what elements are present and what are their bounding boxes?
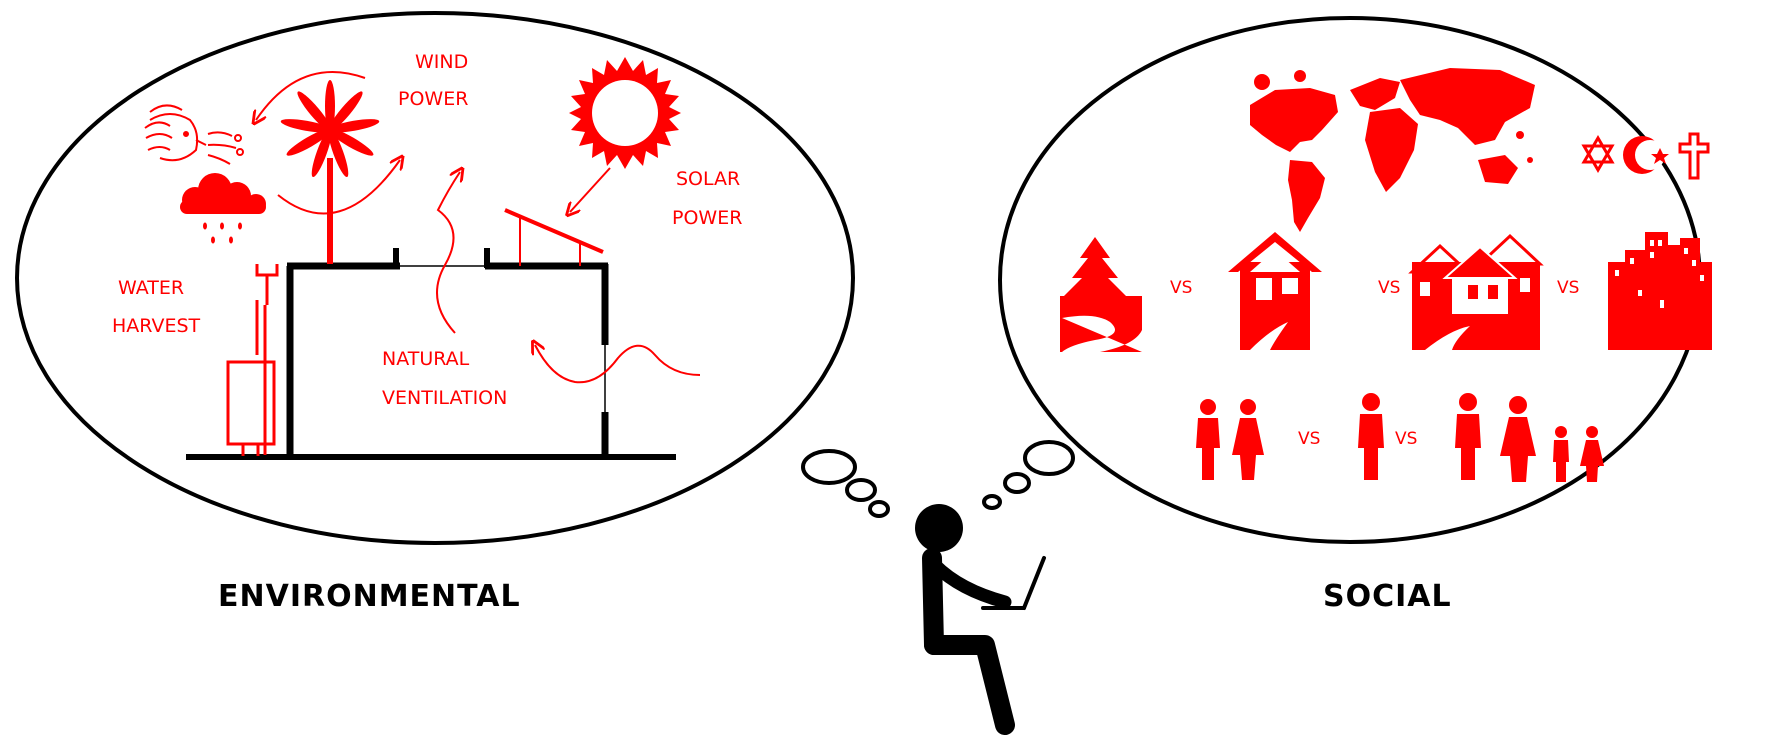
wind-label-line2: POWER [398, 88, 468, 110]
wind-label-line1: WIND [415, 51, 468, 73]
wind-turbine-icon [280, 80, 380, 264]
vent-label-line1: NATURAL [382, 348, 470, 370]
world-map-icon [1250, 68, 1535, 232]
single-house-icon [1228, 232, 1322, 350]
couple-icon [1196, 399, 1264, 480]
ventilation-arrows [436, 172, 701, 384]
sun-ray-arrow [570, 167, 611, 212]
solar-label-line1: SOLAR [676, 168, 740, 190]
environmental-bubble [15, 11, 855, 545]
thought-bubble-icon [801, 440, 1075, 518]
vs-label: VS [1170, 278, 1192, 298]
solar-panel-icon [504, 208, 604, 266]
wind-face-icon [144, 104, 244, 165]
star-of-david-icon [1581, 135, 1615, 173]
building-section-icon [186, 248, 676, 460]
environmental-caption: ENVIRONMENTAL [218, 579, 521, 614]
rain-cloud-icon [180, 173, 266, 244]
rural-landscape-icon [1060, 237, 1142, 352]
vs-labels: VS VS VS VS VS [1170, 278, 1579, 449]
water-label-line2: HARVEST [112, 315, 201, 337]
wind-rotation-arrows [256, 71, 400, 215]
environmental-labels: WIND POWER SOLAR POWER WATER HARVEST NAT… [112, 51, 742, 409]
vs-label: VS [1378, 278, 1400, 298]
laptop-icon [981, 556, 1046, 610]
cross-icon [1678, 132, 1710, 180]
solar-label-line2: POWER [672, 207, 742, 229]
suburb-houses-icon [1408, 233, 1544, 350]
vs-label: VS [1395, 429, 1417, 449]
water-label-line1: WATER [118, 277, 184, 299]
city-skyline-icon [1608, 232, 1712, 350]
vs-label: VS [1557, 278, 1579, 298]
sun-icon [569, 57, 681, 169]
crescent-star-icon [1623, 136, 1669, 174]
water-tank-icon [226, 264, 279, 456]
vs-label: VS [1298, 429, 1320, 449]
social-caption: SOCIAL [1323, 579, 1452, 614]
thinking-person-icon [915, 504, 1015, 735]
single-person-icon [1358, 393, 1384, 480]
family-icon [1455, 393, 1604, 482]
vent-label-line2: VENTILATION [382, 387, 507, 409]
